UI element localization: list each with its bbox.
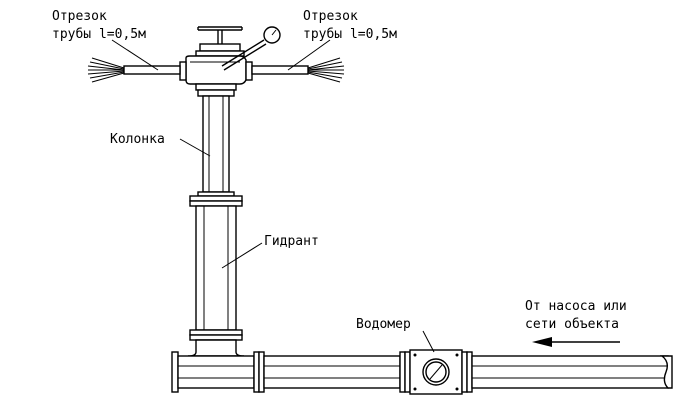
main-pipeline — [171, 349, 673, 395]
label-pipe-left-line1: Отрезок — [52, 9, 107, 24]
leader-meter — [422, 330, 435, 353]
column — [189, 89, 243, 207]
pipe-end-flange — [171, 351, 179, 393]
pipe-break — [659, 355, 673, 389]
hydrant-body — [195, 205, 237, 331]
right-flange — [245, 61, 253, 81]
label-pipe-right-line1: Отрезок — [303, 9, 358, 24]
hydrant — [187, 205, 245, 357]
leader-pipe-right — [287, 39, 331, 71]
label-pipe-right-line2: трубы l=0,5м — [303, 27, 397, 42]
pipe-section-2 — [263, 355, 401, 389]
pipe-stubs — [87, 57, 345, 83]
leader-hydrant — [221, 242, 263, 269]
spray-right-icon — [307, 57, 345, 83]
leader-column — [179, 138, 211, 157]
left-flange — [179, 61, 187, 81]
label-source-line1: От насоса или — [525, 299, 627, 314]
leader-lines — [111, 39, 435, 353]
leader-pipe-left — [111, 39, 159, 71]
tee — [187, 339, 245, 357]
pipe-section-3 — [471, 355, 669, 389]
hydrant-flange — [189, 329, 243, 336]
label-source-line2: сети объекта — [525, 317, 619, 332]
pipe-stub-right — [251, 65, 309, 75]
valve-body — [185, 55, 247, 85]
column-head — [179, 26, 281, 91]
label-pipe-left-line2: трубы l=0,5м — [52, 27, 146, 42]
column-flange — [189, 195, 243, 202]
flow-arrow-icon — [532, 337, 620, 347]
column-tube — [202, 95, 230, 193]
gland — [199, 43, 241, 52]
label-hydrant: Гидрант — [264, 234, 319, 249]
label-column: Колонка — [110, 132, 165, 147]
pipe-section-1 — [177, 355, 255, 389]
label-meter: Водомер — [356, 317, 411, 332]
spray-left-icon — [87, 57, 125, 83]
lever — [223, 43, 267, 71]
pipe-stub-left — [123, 65, 181, 75]
